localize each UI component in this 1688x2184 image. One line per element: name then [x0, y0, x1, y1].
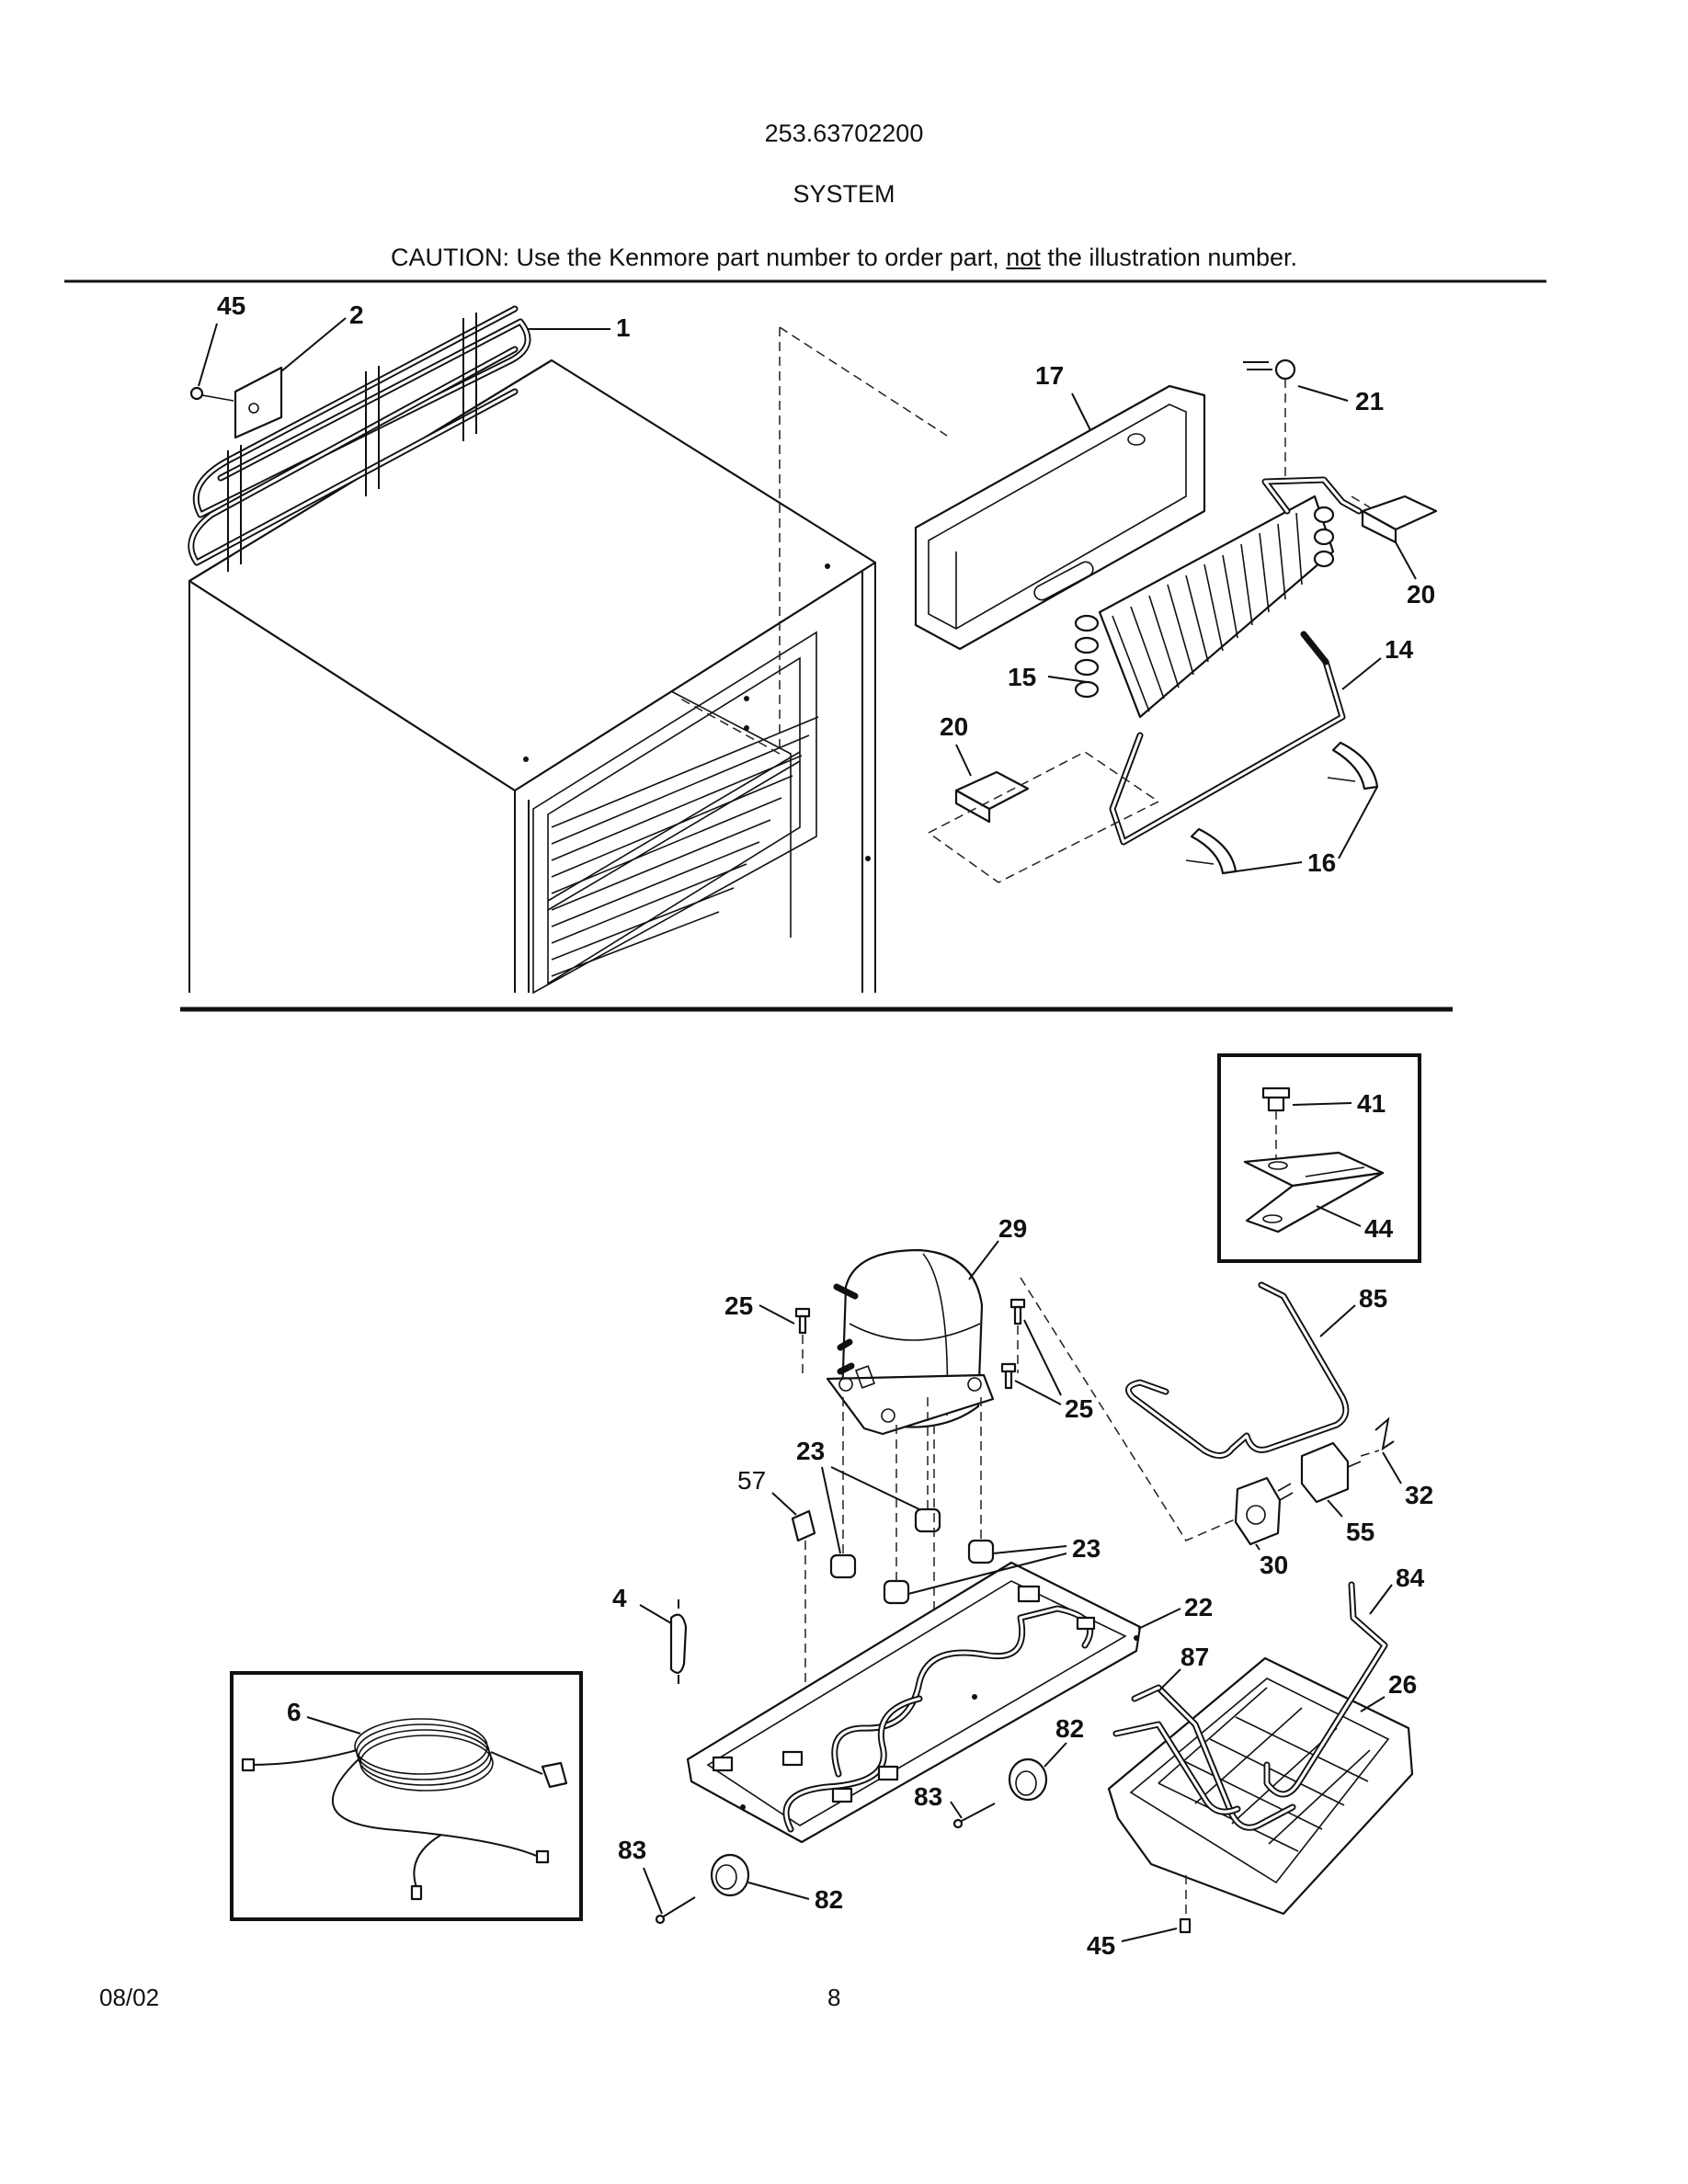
- alignment-line: [779, 326, 948, 437]
- callout-6: 6: [287, 1698, 302, 1726]
- callout-45-top: 45: [217, 291, 245, 320]
- screws-25-drawing: [794, 1298, 1026, 1390]
- evaporator-cover-drawing: [914, 384, 1206, 651]
- callout-82-left: 82: [815, 1885, 843, 1914]
- roller-82-right-drawing: [1008, 1757, 1048, 1802]
- inset-bracket-box: [1217, 1053, 1421, 1263]
- callout-15: 15: [1008, 663, 1036, 691]
- overload-55-drawing: [1300, 1441, 1362, 1504]
- callout-57: 57: [737, 1466, 766, 1495]
- drain-pan-drawing: [1107, 1656, 1414, 1934]
- tube-87-drawing: [1112, 1684, 1296, 1831]
- callout-55: 55: [1346, 1518, 1374, 1546]
- bracket-2-drawing: [189, 366, 283, 439]
- pins-83-drawing: [655, 1803, 996, 1925]
- caution-note: CAUTION: Use the Kenmore part number to …: [0, 244, 1688, 272]
- evaporator-drawing: [1074, 476, 1363, 719]
- callout-23-lower: 23: [1072, 1534, 1101, 1563]
- callout-84: 84: [1396, 1564, 1425, 1592]
- pad-20-left-drawing: [928, 751, 1160, 883]
- tube-85-drawing: [1125, 1281, 1350, 1459]
- roller-82-left-drawing: [710, 1853, 750, 1897]
- callout-25-left: 25: [724, 1291, 753, 1320]
- callout-2: 2: [349, 301, 364, 329]
- tube-84-drawing: [1263, 1581, 1388, 1798]
- compressor-drawing: [826, 1248, 995, 1436]
- caution-prefix: CAUTION: Use the Kenmore part number to …: [391, 244, 1007, 271]
- part-57-drawing: [791, 1509, 816, 1701]
- callout-20-left: 20: [940, 712, 968, 741]
- callout-87: 87: [1180, 1643, 1209, 1671]
- callout-83-right: 83: [914, 1782, 942, 1811]
- inset-power-cord-box: [230, 1671, 583, 1921]
- model-number: 253.63702200: [764, 119, 924, 147]
- section-title: SYSTEM: [793, 180, 895, 208]
- cabinet-drawing: [188, 358, 877, 995]
- relay-30-drawing: [1234, 1476, 1294, 1546]
- callout-82-right: 82: [1055, 1714, 1084, 1743]
- callout-16: 16: [1307, 848, 1336, 877]
- callout-83-left: 83: [618, 1836, 646, 1864]
- alignment-line: [679, 327, 781, 756]
- callout-17: 17: [1035, 361, 1064, 390]
- callout-85: 85: [1359, 1284, 1387, 1313]
- caution-emphasis: not: [1006, 244, 1041, 271]
- callout-22: 22: [1184, 1593, 1213, 1621]
- callout-4: 4: [612, 1584, 627, 1612]
- callout-25-right: 25: [1065, 1394, 1093, 1423]
- callout-14: 14: [1385, 635, 1414, 664]
- callout-45-bottom: 45: [1087, 1931, 1115, 1960]
- part-16-drawing: [1185, 741, 1379, 875]
- callout-26: 26: [1388, 1670, 1417, 1699]
- base-plate-drawing: [686, 1561, 1142, 1844]
- callout-20-right: 20: [1407, 580, 1435, 609]
- caution-suffix: the illustration number.: [1040, 244, 1297, 271]
- pad-20-right-drawing: [1351, 495, 1438, 544]
- part-21-drawing: [1243, 358, 1296, 478]
- callout-44: 44: [1364, 1214, 1394, 1243]
- callout-41: 41: [1357, 1089, 1386, 1118]
- alignment-line: [1020, 1277, 1242, 1541]
- cover-32-drawing: [1360, 1416, 1395, 1457]
- callout-29: 29: [998, 1214, 1027, 1243]
- callout-30: 30: [1260, 1551, 1288, 1579]
- footer-date: 08/02: [99, 1984, 160, 2011]
- part-14-drawing: [1109, 631, 1346, 846]
- footer-page-number: 8: [827, 1984, 841, 2011]
- drier-4-drawing: [669, 1599, 688, 1684]
- callout-23-upper: 23: [796, 1437, 825, 1465]
- callout-32: 32: [1405, 1481, 1433, 1509]
- callout-1: 1: [616, 313, 631, 342]
- condenser-coil-drawing: [188, 305, 531, 572]
- callout-21: 21: [1355, 387, 1384, 415]
